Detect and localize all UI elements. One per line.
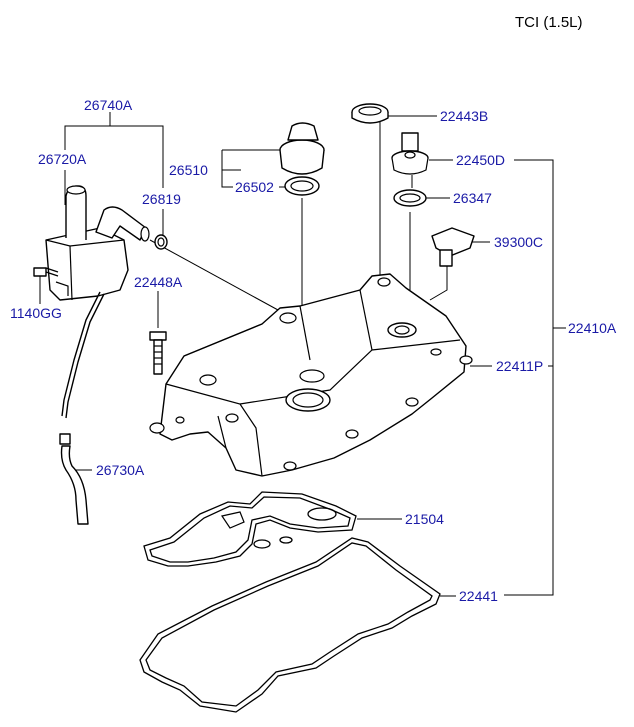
gasket-26347[interactable]: [393, 189, 427, 207]
pcv-separator-26720A[interactable]: [45, 185, 150, 301]
oil-filler-cap-26510[interactable]: [279, 122, 325, 175]
label-26510[interactable]: 26510: [169, 162, 208, 178]
label-26730A[interactable]: 26730A: [96, 462, 145, 478]
engine-label: TCI (1.5L): [515, 14, 583, 31]
inner-gasket-21504[interactable]: [143, 491, 357, 567]
gasket-26502[interactable]: [284, 176, 320, 196]
label-39300C[interactable]: 39300C: [494, 234, 543, 250]
bolt-1140GG[interactable]: [33, 267, 59, 277]
label-22410A[interactable]: 22410A: [568, 320, 617, 336]
bolt-22448A[interactable]: [149, 331, 167, 375]
label-26720A[interactable]: 26720A: [38, 151, 87, 167]
label-22450D[interactable]: 22450D: [456, 152, 505, 168]
part-labels: 26740A 26720A 26819 1140GG 26730A 22448A…: [10, 97, 617, 604]
label-22411P[interactable]: 22411P: [496, 358, 543, 374]
pcv-valve-22450D[interactable]: [391, 132, 429, 175]
label-1140GG[interactable]: 1140GG: [10, 305, 62, 321]
label-22448A[interactable]: 22448A: [134, 274, 183, 290]
label-26502[interactable]: 26502: [235, 179, 274, 195]
label-22443B[interactable]: 22443B: [440, 108, 488, 124]
rocker-cover-gasket-22441[interactable]: [139, 537, 441, 713]
label-22441[interactable]: 22441: [459, 588, 498, 604]
seal-22443B[interactable]: [351, 103, 389, 124]
label-26347[interactable]: 26347: [453, 190, 492, 206]
pcv-hose-26730A[interactable]: [59, 291, 105, 525]
label-21504[interactable]: 21504: [405, 511, 444, 527]
o-ring-26819[interactable]: [154, 234, 168, 250]
rocker-cover-22410A[interactable]: [149, 273, 473, 477]
label-26740A[interactable]: 26740A: [84, 97, 133, 113]
cam-sensor-39300C[interactable]: [431, 227, 475, 267]
label-26819[interactable]: 26819: [142, 191, 181, 207]
